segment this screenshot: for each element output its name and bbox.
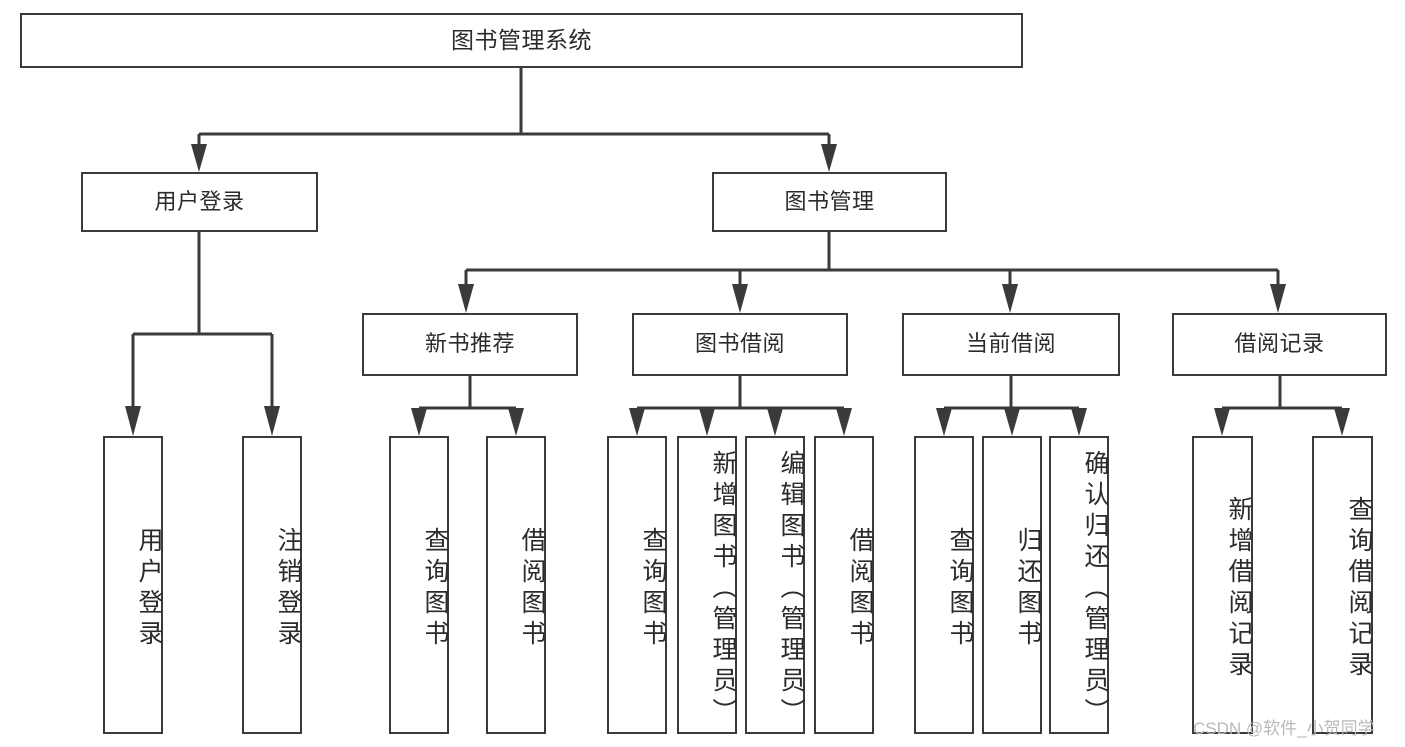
node-book-borrow[interactable]: 图书借阅 — [632, 313, 848, 376]
leaf-current-borrow-confirm-return-label: 确认归还（管理员） — [1081, 449, 1109, 729]
arrowhead-borrowrecord-leaf-1 — [1214, 408, 1230, 436]
node-new-book-recommend[interactable]: 新书推荐 — [362, 313, 578, 376]
leaf-new-book-borrow[interactable]: 借阅图书 — [486, 436, 546, 734]
leaf-new-book-query-label: 查询图书 — [421, 527, 449, 651]
leaf-current-borrow-return[interactable]: 归还图书 — [982, 436, 1042, 734]
arrowhead-bookborrow-leaf-4 — [836, 408, 852, 436]
leaf-book-borrow-edit-label: 编辑图书（管理员） — [777, 449, 805, 729]
leaf-borrow-record-add[interactable]: 新增借阅记录 — [1192, 436, 1253, 734]
leaf-borrow-record-query-label: 查询借阅记录 — [1345, 496, 1373, 682]
leaf-new-book-query[interactable]: 查询图书 — [389, 436, 449, 734]
leaf-book-borrow-query[interactable]: 查询图书 — [607, 436, 667, 734]
node-book-management-label: 图书管理 — [784, 188, 875, 214]
node-current-borrow-label: 当前借阅 — [965, 331, 1056, 357]
node-book-management[interactable]: 图书管理 — [712, 172, 947, 232]
arrowhead-current-borrow — [1002, 284, 1018, 313]
leaf-current-borrow-query[interactable]: 查询图书 — [914, 436, 974, 734]
arrowhead-bookborrow-leaf-3 — [767, 408, 783, 436]
leaf-user-login-login[interactable]: 用户登录 — [103, 436, 163, 734]
arrowhead-user-login — [191, 144, 207, 172]
arrowhead-borrow-record — [1270, 284, 1286, 313]
leaf-new-book-borrow-label: 借阅图书 — [518, 527, 546, 651]
arrowhead-leaf-user-login — [125, 406, 141, 436]
leaf-book-borrow-edit[interactable]: 编辑图书（管理员） — [745, 436, 805, 734]
leaf-book-borrow-add[interactable]: 新增图书（管理员） — [677, 436, 737, 734]
arrowhead-book-mgmt — [821, 144, 837, 172]
leaf-borrow-record-query[interactable]: 查询借阅记录 — [1312, 436, 1373, 734]
leaf-book-borrow-borrow[interactable]: 借阅图书 — [814, 436, 874, 734]
arrowhead-newbook-leaf-1 — [411, 408, 427, 436]
node-new-book-recommend-label: 新书推荐 — [424, 331, 515, 357]
arrowhead-currentborrow-leaf-1 — [936, 408, 952, 436]
node-borrow-record-label: 借阅记录 — [1234, 331, 1325, 357]
leaf-user-login-logout-label: 注销登录 — [274, 527, 302, 651]
arrowhead-newbook-leaf-2 — [508, 408, 524, 436]
leaf-user-login-login-label: 用户登录 — [135, 527, 163, 651]
node-root-label: 图书管理系统 — [451, 26, 592, 53]
leaf-book-borrow-add-label: 新增图书（管理员） — [709, 449, 737, 729]
arrowhead-currentborrow-leaf-2 — [1004, 408, 1020, 436]
leaf-current-borrow-confirm-return[interactable]: 确认归还（管理员） — [1049, 436, 1109, 734]
arrowhead-new-book — [458, 284, 474, 313]
leaf-current-borrow-return-label: 归还图书 — [1014, 527, 1042, 651]
node-user-login[interactable]: 用户登录 — [81, 172, 318, 232]
leaf-book-borrow-borrow-label: 借阅图书 — [846, 527, 874, 651]
leaf-book-borrow-query-label: 查询图书 — [639, 527, 667, 651]
leaf-user-login-logout[interactable]: 注销登录 — [242, 436, 302, 734]
arrowhead-borrowrecord-leaf-2 — [1334, 408, 1350, 436]
arrowhead-leaf-logout — [264, 406, 280, 436]
arrowhead-book-borrow — [732, 284, 748, 313]
arrowhead-bookborrow-leaf-2 — [699, 408, 715, 436]
node-book-borrow-label: 图书借阅 — [694, 331, 785, 357]
leaf-current-borrow-query-label: 查询图书 — [946, 527, 974, 651]
node-user-login-label: 用户登录 — [154, 188, 245, 214]
arrowhead-bookborrow-leaf-1 — [629, 408, 645, 436]
leaf-borrow-record-add-label: 新增借阅记录 — [1225, 496, 1253, 682]
node-current-borrow[interactable]: 当前借阅 — [902, 313, 1120, 376]
node-root-book-management-system[interactable]: 图书管理系统 — [20, 13, 1023, 68]
node-borrow-record[interactable]: 借阅记录 — [1172, 313, 1387, 376]
arrowhead-currentborrow-leaf-3 — [1071, 408, 1087, 436]
